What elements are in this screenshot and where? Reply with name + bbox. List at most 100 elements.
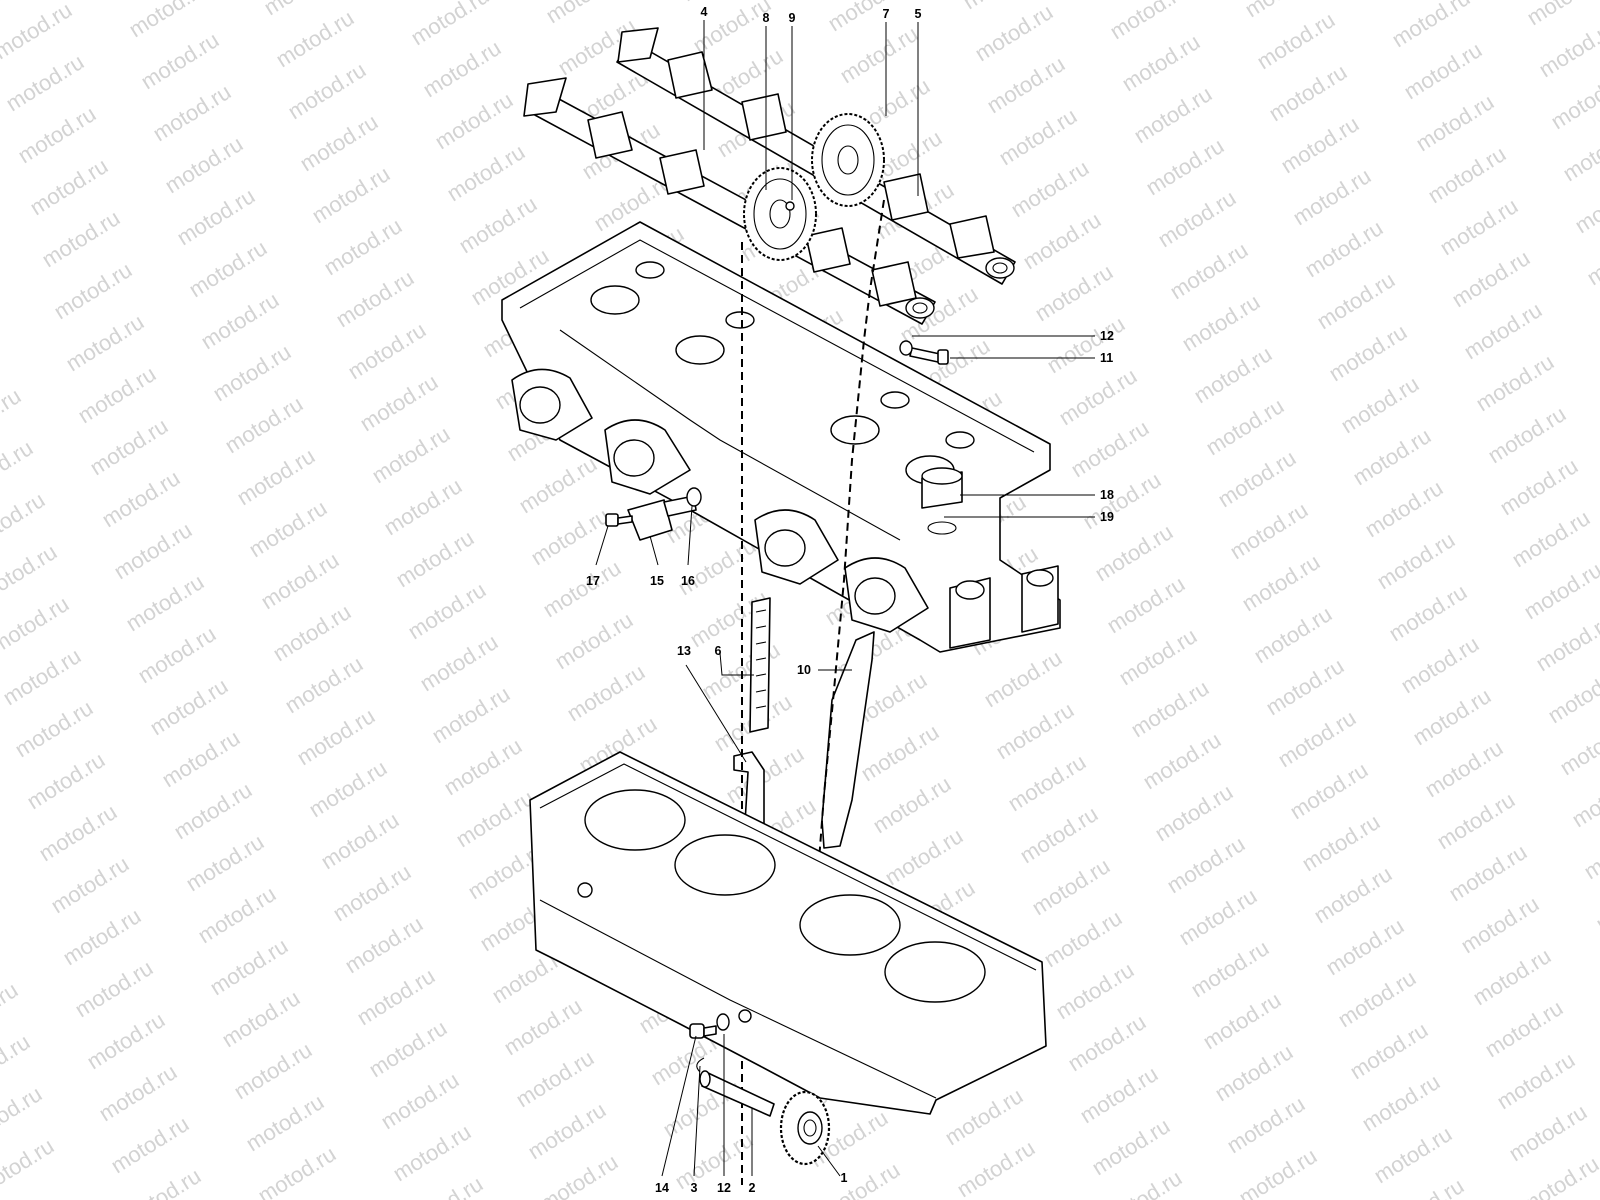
- watermark-text: motod.ru: [145, 673, 232, 740]
- watermark-text: motod.ru: [1189, 341, 1276, 408]
- watermark-text: motod.ru: [1186, 935, 1273, 1002]
- watermark-text: motod.ru: [1261, 653, 1348, 720]
- watermark-text: motod.ru: [1117, 29, 1204, 96]
- watermark-text: motod.ru: [70, 955, 157, 1022]
- watermark-text: motod.ru: [1213, 445, 1300, 512]
- watermark-text: motod.ru: [1324, 319, 1411, 386]
- gasket-16: [686, 487, 702, 507]
- watermark-text: motod.ru: [1432, 787, 1519, 854]
- watermark-text: motod.ru: [1522, 0, 1600, 30]
- watermark-text: motod.ru: [1030, 259, 1117, 326]
- head-mount-bosses: [949, 565, 1059, 649]
- idler-shaft-2: [699, 1070, 775, 1117]
- callout-c2: 2: [749, 1181, 756, 1195]
- callout-c8: 8: [763, 11, 770, 25]
- watermark-text: motod.ru: [1039, 905, 1126, 972]
- watermark-text: motod.ru: [1534, 15, 1600, 82]
- watermark-text: motod.ru: [1396, 631, 1483, 698]
- watermark-text: motod.ru: [61, 309, 148, 376]
- watermark-text: motod.ru: [418, 35, 505, 102]
- watermark-text: motod.ru: [670, 1127, 757, 1194]
- watermark-text: motod.ru: [1237, 549, 1324, 616]
- watermark-text: motod.ru: [85, 413, 172, 480]
- watermark-text: motod.ru: [991, 697, 1078, 764]
- watermark-text: motod.ru: [136, 27, 223, 94]
- watermark-text: motod.ru: [1492, 1047, 1579, 1114]
- watermark-text: motod.ru: [58, 903, 145, 970]
- watermark-text: motod.ru: [1345, 1017, 1432, 1084]
- camshaft-sprocket-exhaust: [811, 113, 885, 207]
- callout-c10: 10: [797, 663, 811, 677]
- watermark-text: motod.ru: [1459, 297, 1546, 364]
- watermark-text: motod.ru: [160, 131, 247, 198]
- watermark-text: motod.ru: [1360, 475, 1447, 542]
- watermark-text: motod.ru: [1222, 1091, 1309, 1158]
- watermark-text: motod.ru: [22, 747, 109, 814]
- watermark-text: motod.ru: [835, 21, 922, 88]
- watermark-text: motod.ru: [1141, 133, 1228, 200]
- watermark-text: motod.ru: [1003, 749, 1090, 816]
- watermark-text: motod.ru: [1399, 37, 1486, 104]
- watermark-text: motod.ru: [172, 183, 259, 250]
- watermark-text: motod.ru: [256, 547, 343, 614]
- watermark-text: motod.ru: [1027, 853, 1114, 920]
- watermark-text: motod.ru: [526, 503, 613, 570]
- watermark-text: motod.ru: [304, 755, 391, 822]
- watermark-text: motod.ru: [721, 741, 808, 808]
- watermark-text: motod.ru: [1006, 155, 1093, 222]
- watermark-text: motod.ru: [1519, 557, 1600, 624]
- watermark-text: motod.ru: [1309, 861, 1396, 928]
- callout-c1: 1: [841, 1171, 848, 1185]
- watermark-text: motod.ru: [73, 361, 160, 428]
- watermark-text: motod.ru: [982, 51, 1069, 118]
- callout-c6: 6: [715, 644, 722, 658]
- washer-12-bottom: [716, 1013, 730, 1031]
- watermark-text: motod.ru: [0, 1133, 58, 1200]
- watermark-text: motod.ru: [1015, 801, 1102, 868]
- watermark-text: motod.ru: [1090, 519, 1177, 586]
- watermark-text: motod.ru: [229, 1037, 316, 1104]
- bolt-17: [605, 513, 633, 527]
- callout-c19: 19: [1100, 510, 1114, 524]
- watermark-text: motod.ru: [319, 213, 406, 280]
- callout-c4: 4: [701, 5, 708, 19]
- watermark-text: motod.ru: [307, 161, 394, 228]
- watermark-text: motod.ru: [343, 317, 430, 384]
- watermark-text: motod.ru: [1051, 957, 1138, 1024]
- watermark-text: motod.ru: [1468, 943, 1555, 1010]
- bolt-14: [689, 1023, 717, 1039]
- watermark-text: motod.ru: [1288, 163, 1375, 230]
- watermark-text: motod.ru: [376, 1067, 463, 1134]
- watermark-text: motod.ru: [205, 933, 292, 1000]
- watermark-text: motod.ru: [697, 637, 784, 704]
- watermark-text: motod.ru: [388, 1119, 475, 1186]
- watermark-text: motod.ru: [403, 577, 490, 644]
- watermark-text: motod.ru: [1042, 311, 1129, 378]
- watermark-text: motod.ru: [148, 79, 235, 146]
- watermark-text: motod.ru: [208, 339, 295, 406]
- cam-chain-6: [749, 597, 771, 733]
- watermark-text: motod.ru: [391, 525, 478, 592]
- watermark-text: motod.ru: [856, 719, 943, 786]
- watermark-text: motod.ru: [1234, 1143, 1321, 1200]
- watermark-text: motod.ru: [355, 369, 442, 436]
- callout-c16: 16: [681, 574, 695, 588]
- callout-c7: 7: [883, 7, 890, 21]
- watermark-text: motod.ru: [1114, 623, 1201, 690]
- callout-c9: 9: [789, 11, 796, 25]
- valve-lifter: [921, 467, 963, 535]
- watermark-text: motod.ru: [109, 517, 196, 584]
- watermark-text: motod.ru: [1066, 415, 1153, 482]
- watermark-text: motod.ru: [1078, 467, 1165, 534]
- watermark-text: motod.ru: [1321, 913, 1408, 980]
- watermark-text: motod.ru: [184, 235, 271, 302]
- watermark-text: motod.ru: [442, 139, 529, 206]
- watermark-text: motod.ru: [244, 495, 331, 562]
- watermark-text: motod.ru: [1153, 185, 1240, 252]
- callout-c13: 13: [677, 644, 691, 658]
- callout-c18: 18: [1100, 488, 1114, 502]
- watermark-text: motod.ru: [1348, 423, 1435, 490]
- watermark-text: motod.ru: [562, 659, 649, 726]
- watermark-text: motod.ru: [511, 1045, 598, 1112]
- watermark-text: motod.ru: [1252, 7, 1339, 74]
